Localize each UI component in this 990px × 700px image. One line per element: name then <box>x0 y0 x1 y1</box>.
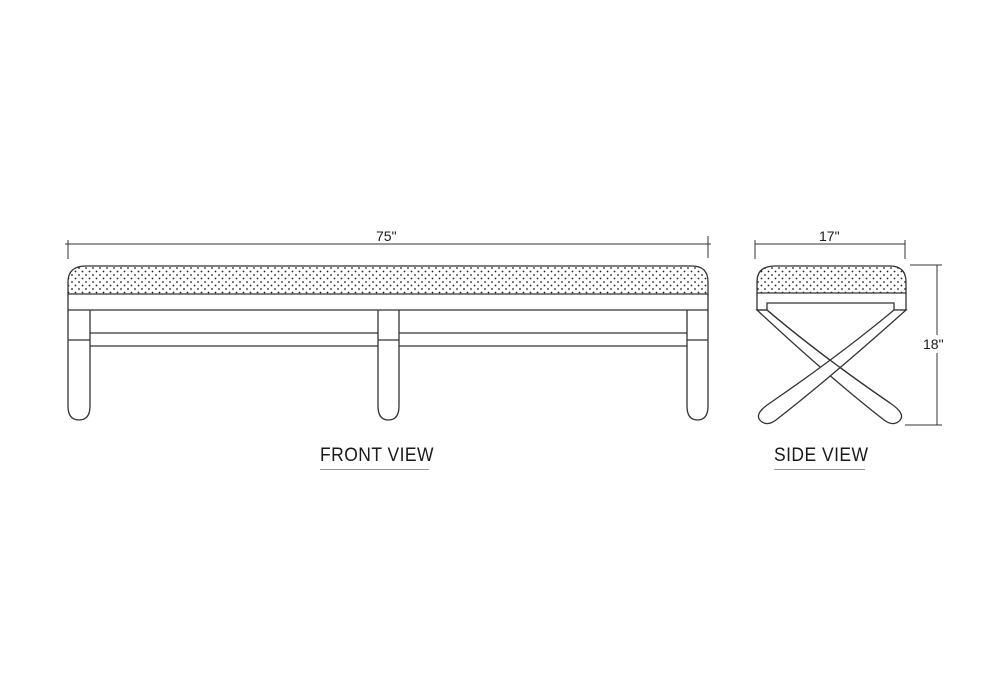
front-view-underline <box>320 469 429 470</box>
side-view-underline <box>774 469 865 470</box>
front-view-drawing <box>65 236 711 421</box>
front-width-dimension: 75" <box>376 228 397 244</box>
side-depth-dimension: 17" <box>819 228 840 244</box>
front-view-title: FRONT VIEW <box>320 445 435 466</box>
side-view-title: SIDE VIEW <box>774 445 869 466</box>
side-height-dimension: 18" <box>923 335 944 353</box>
side-view-drawing <box>754 240 942 426</box>
